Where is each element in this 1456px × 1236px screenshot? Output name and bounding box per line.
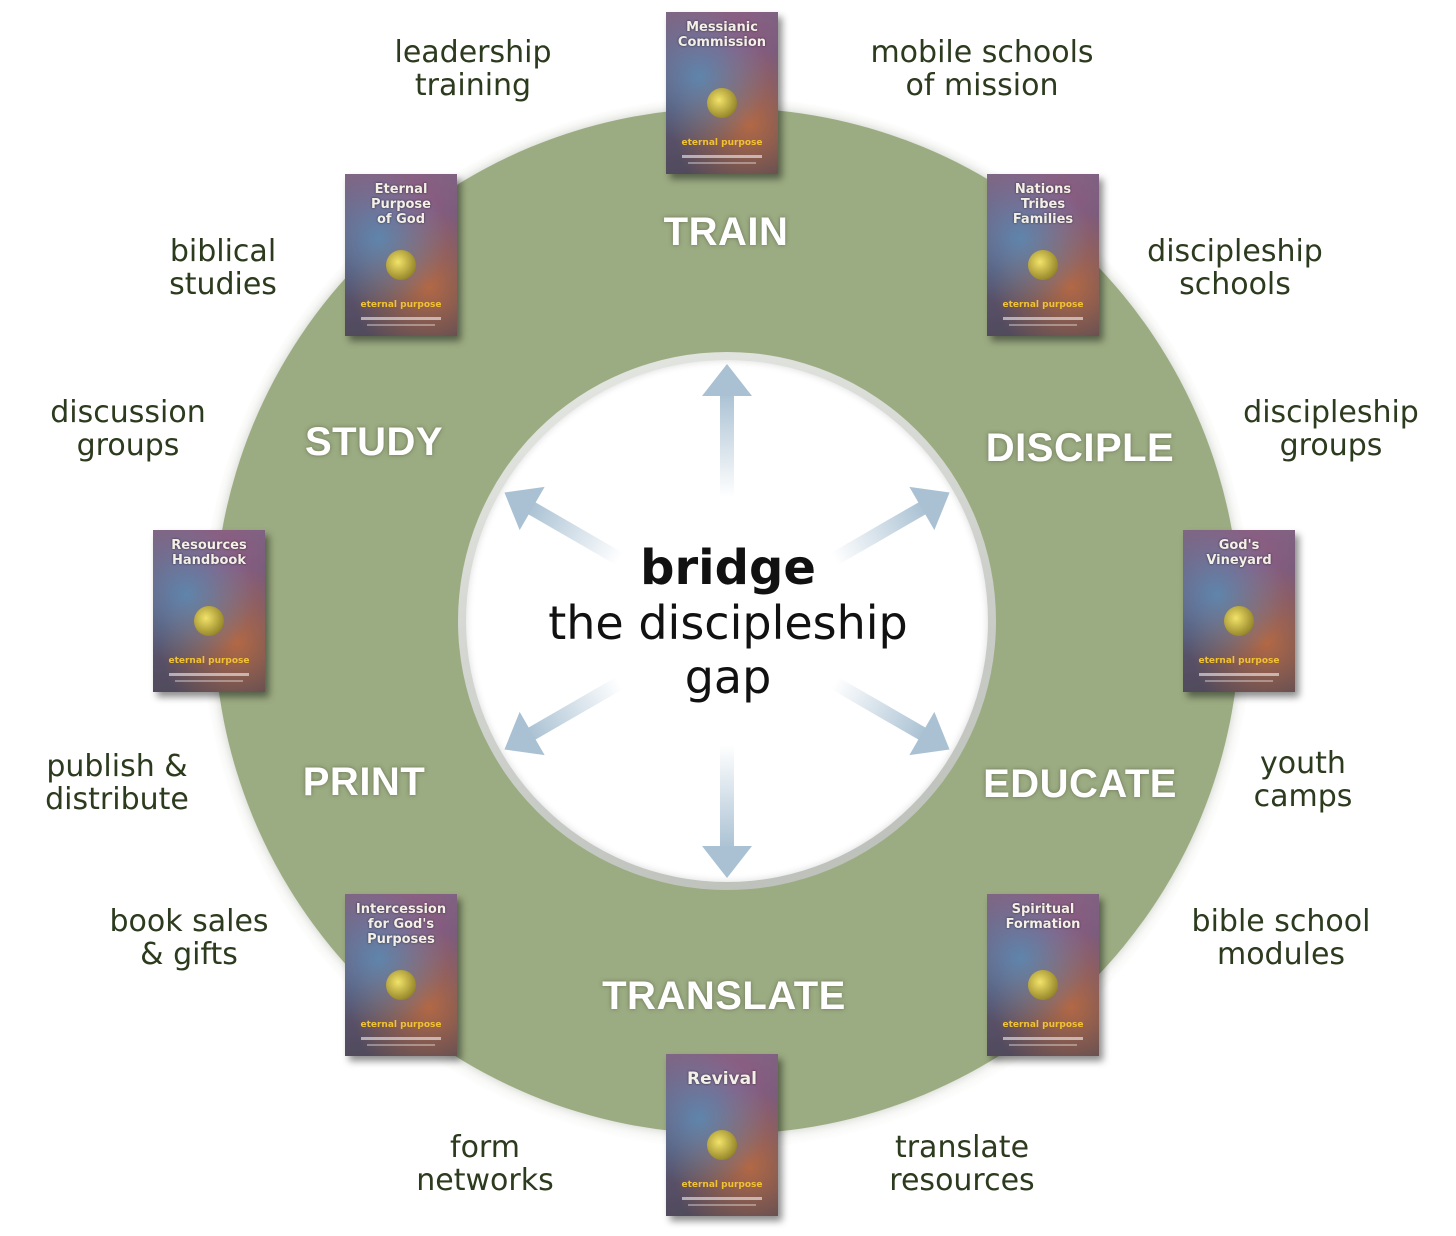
caption-publish-distribute: publish &distribute: [45, 749, 189, 817]
segment-study: STUDY: [304, 420, 444, 464]
book-resources-handbook: Resources Handbook eternal purpose: [153, 530, 265, 692]
book-spiritual-formation: Spiritual Formation eternal purpose: [987, 894, 1099, 1056]
globe-icon: [386, 250, 416, 280]
book-messianic-commission: Messianic Commission eternal purpose: [666, 12, 778, 174]
arrow-lower-left: [504, 676, 624, 756]
book-nations-tribes-families: Nations Tribes Families eternal purpose: [987, 174, 1099, 336]
book-gods-vineyard: God's Vineyard eternal purpose: [1183, 530, 1295, 692]
globe-icon: [1028, 970, 1058, 1000]
center-title: bridge the discipleship gap: [500, 540, 956, 704]
center-title-line2: gap: [684, 650, 772, 704]
center-title-bold: bridge: [640, 540, 816, 596]
arrow-down: [702, 745, 752, 878]
arrow-lower-right: [830, 676, 950, 756]
book-eternal-purpose: Eternal Purpose of God eternal purpose: [345, 174, 457, 336]
globe-icon: [707, 88, 737, 118]
globe-icon: [194, 606, 224, 636]
globe-icon: [1028, 250, 1058, 280]
arrow-up: [702, 364, 752, 497]
segment-train: TRAIN: [663, 210, 789, 254]
center-title-line1: the discipleship: [548, 596, 908, 650]
arrow-upper-left: [504, 486, 624, 566]
segment-translate: TRANSLATE: [602, 974, 846, 1018]
segment-disciple: DISCIPLE: [985, 426, 1175, 470]
arrow-upper-right: [830, 486, 950, 566]
globe-icon: [386, 970, 416, 1000]
caption-book-sales: book sales& gifts: [109, 904, 269, 972]
segment-print: PRINT: [302, 760, 426, 804]
segment-educate: EDUCATE: [983, 762, 1177, 806]
book-intercession: Intercession for God's Purposes eternal …: [345, 894, 457, 1056]
globe-icon: [1224, 606, 1254, 636]
globe-icon: [707, 1130, 737, 1160]
book-revival: Revival eternal purpose: [666, 1054, 778, 1216]
